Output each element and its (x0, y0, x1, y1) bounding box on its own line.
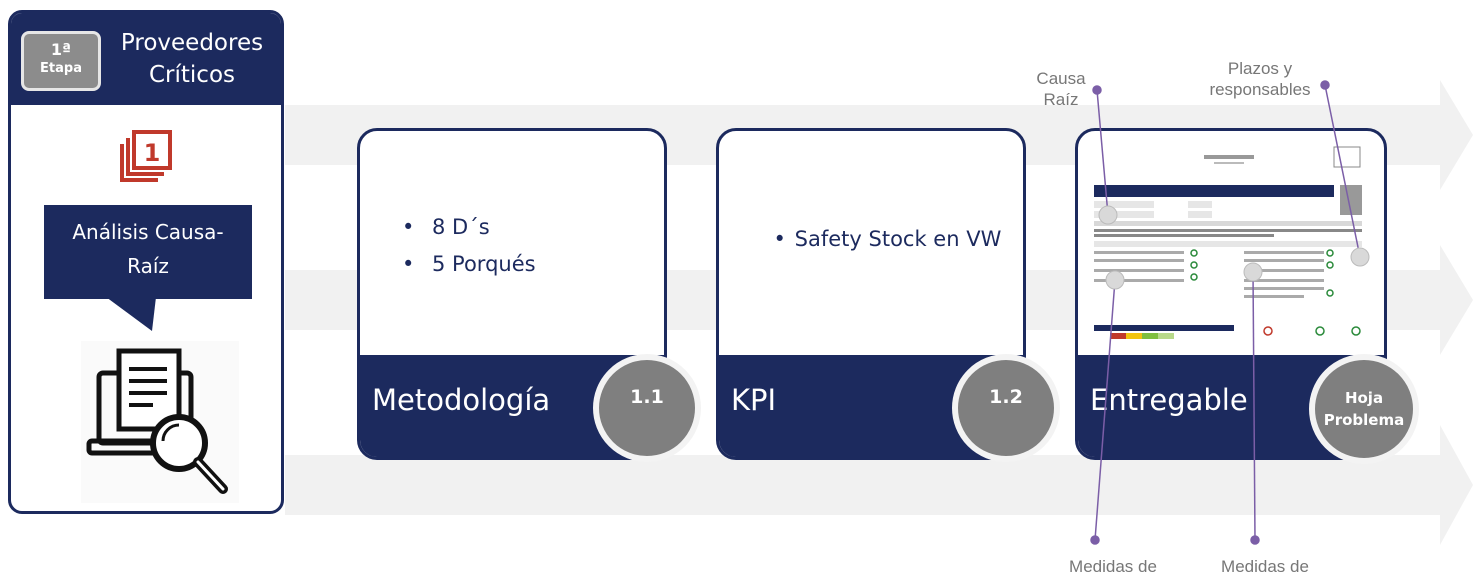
annotation-medidas-1: Medidas de (1069, 557, 1157, 576)
annotation-causa-raiz-line2: Raíz (1043, 90, 1079, 109)
leader-causa-raiz-dot (1092, 85, 1102, 95)
callout-line2: Raíz (127, 254, 169, 278)
stage-panel: 1ª Etapa Proveedores Críticos 1 Análisis… (8, 10, 284, 514)
bullet-safety-stock: Safety Stock en VW (753, 221, 1013, 258)
callout-pointer (106, 297, 156, 331)
svg-text:1: 1 (144, 139, 161, 167)
stage-badge-label: Etapa (40, 61, 82, 76)
stage-header: 1ª Etapa Proveedores Críticos (11, 13, 281, 105)
leader-causa-raiz (1096, 89, 1109, 216)
methodology-footer-label: Metodología (372, 383, 551, 417)
leader-medidas-2 (1252, 271, 1256, 541)
stage-title-line2: Críticos (148, 62, 235, 88)
methodology-bullets: 8 D´s 5 Porqués (402, 209, 536, 283)
stage-badge-number: 1ª (50, 40, 72, 59)
stage-title: Proveedores Críticos (107, 27, 277, 91)
kpi-number: 1.2 (989, 386, 1023, 408)
annotation-causa-raiz: Causa Raíz (1020, 68, 1102, 110)
kpi-footer-label: KPI (731, 383, 777, 417)
annotation-plazos: Plazos y responsables (1195, 58, 1325, 100)
annotation-plazos-line2: responsables (1209, 80, 1311, 99)
deliverable-badge-line2: Problema (1323, 411, 1405, 429)
marker-medidas-2 (1243, 262, 1263, 282)
bullet-8ds: 8 D´s (402, 209, 536, 246)
marker-medidas-1 (1105, 270, 1125, 290)
marker-causa-raiz (1098, 205, 1118, 225)
marker-plazos (1350, 247, 1370, 267)
leader-plazos-dot (1320, 80, 1330, 90)
leader-medidas-1 (1094, 279, 1116, 541)
callout-line1: Análisis Causa- (72, 220, 224, 244)
kpi-bullets: Safety Stock en VW (753, 221, 1013, 258)
bullet-5-porques: 5 Porqués (402, 246, 536, 283)
leader-medidas-1-dot (1090, 535, 1100, 545)
annotation-causa-raiz-line1: Causa (1036, 69, 1086, 88)
deliverable-footer-label: Entregable (1090, 383, 1248, 417)
deliverable-badge: Hoja Problema (1309, 354, 1419, 464)
numbered-square-1-icon: 1 (120, 130, 172, 182)
problem-sheet-thumbnail (1084, 137, 1378, 351)
document-magnifier-illustration (81, 341, 239, 503)
annotation-medidas-2: Medidas de (1221, 557, 1309, 576)
methodology-number-badge: 1.1 (593, 354, 701, 462)
stage-badge: 1ª Etapa (21, 31, 101, 91)
document-magnifier-icon (86, 348, 228, 494)
stage-title-line1: Proveedores (120, 30, 264, 56)
deliverable-badge-line1: Hoja (1344, 389, 1384, 407)
leader-plazos (1324, 84, 1361, 258)
kpi-number-badge: 1.2 (952, 354, 1060, 462)
stage-callout: Análisis Causa- Raíz (44, 205, 252, 299)
leader-medidas-2-dot (1250, 535, 1260, 545)
annotation-plazos-line1: Plazos y (1227, 59, 1293, 78)
methodology-number: 1.1 (630, 386, 664, 408)
